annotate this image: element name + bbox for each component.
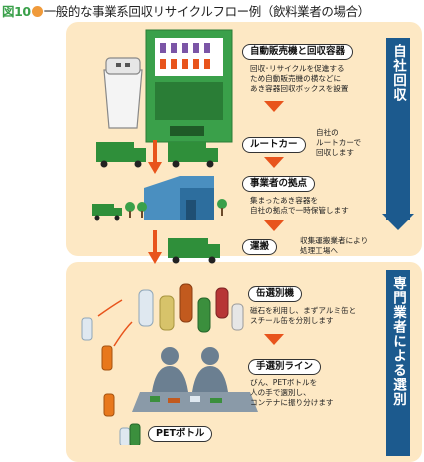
- route-car-desc: 自社の ルートカーで 回収します: [316, 128, 362, 157]
- figure-title: 図10 一般的な事業系回収リサイクルフロー例（飲料業者の場合）: [2, 1, 370, 20]
- transport-truck-icon: [168, 238, 220, 264]
- route-truck-icon: [96, 142, 146, 168]
- down-arrow-icon: [148, 140, 162, 174]
- route-truck-icon: [168, 142, 218, 168]
- vending-machine-icon: [145, 29, 233, 143]
- bottles-illustration: [138, 283, 244, 333]
- recycle-bin-icon: [103, 57, 143, 129]
- manual-sorting-label: 手選別ライン: [248, 359, 322, 375]
- manual-sorting-desc: びん、PETボトルを 人の手で選別し、 コンテナに振り分けます: [250, 378, 334, 407]
- figure-title-text: 一般的な事業系回収リサイクルフロー例（飲料業者の場合）: [43, 4, 370, 19]
- pet-bottles-icon: [119, 423, 141, 445]
- tree-icon: [125, 202, 147, 218]
- tree-icon: [217, 199, 227, 216]
- sorted-items-icon: [81, 299, 133, 417]
- in-house-collection-banner: 自社回収: [386, 38, 410, 220]
- base-label: 事業者の拠点: [242, 176, 316, 192]
- base-desc: 集まったあき容器を 自社の拠点で一時保管します: [250, 196, 349, 215]
- specialist-sorting-text: 専門業者による選別: [390, 276, 406, 407]
- in-house-collection-text: 自社回収: [390, 44, 406, 102]
- figure-number: 図10: [2, 4, 31, 19]
- can-sorter-desc: 磁石を利用し、まずアルミ缶と スチール缶を分別します: [250, 306, 357, 325]
- flow-arrow-icon: [264, 101, 284, 112]
- bullet-dot-icon: [31, 6, 43, 17]
- specialist-sorting-banner: 専門業者による選別: [386, 270, 410, 456]
- down-arrow-icon: [148, 230, 162, 264]
- workers-illustration: [132, 347, 258, 412]
- flow-arrow-icon: [264, 157, 284, 168]
- flow-arrow-icon: [264, 334, 284, 345]
- small-truck-icon: [92, 204, 122, 221]
- can-sorter-label: 缶選別機: [248, 286, 303, 302]
- route-car-label: ルートカー: [242, 137, 306, 153]
- vending-machine-desc: 回収･リサイクルを促進する ため自動販売機の横などに あき容器回収ボックスを設置: [250, 64, 349, 93]
- transport-label: 運搬: [242, 239, 278, 255]
- flow-arrow-icon: [264, 220, 284, 231]
- flow-illustration: [81, 29, 284, 445]
- pet-bottle-label: PETボトル: [148, 426, 213, 442]
- transport-desc: 収集運搬業者により 処理工場へ: [300, 236, 369, 255]
- warehouse-icon: [144, 176, 214, 220]
- vending-machine-label: 自動販売機と回収容器: [242, 44, 354, 60]
